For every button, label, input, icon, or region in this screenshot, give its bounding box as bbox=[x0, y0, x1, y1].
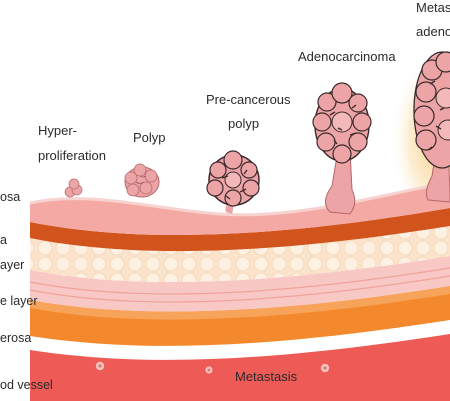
metastatic-cell bbox=[205, 366, 213, 374]
label-adenocarcinoma: Adenocarcinoma bbox=[298, 49, 396, 64]
label-hyperproliferation-line2: proliferation bbox=[38, 148, 106, 163]
mucosa-surface bbox=[29, 180, 450, 217]
label-metastasis: Metastasis bbox=[235, 369, 298, 384]
mucosa-layer bbox=[30, 182, 450, 235]
polyp-growth bbox=[124, 163, 160, 198]
fat-cell-layer bbox=[30, 226, 450, 283]
metastatic-cell bbox=[320, 363, 330, 373]
serosa-highlight bbox=[30, 286, 450, 320]
metastatic-adenocarcinoma-growth bbox=[413, 51, 450, 203]
muscle-line-2 bbox=[29, 275, 450, 303]
label-precancerous-line1: Pre-cancerous bbox=[206, 92, 291, 107]
label-serosa: erosa bbox=[0, 331, 31, 345]
metastatic-cell bbox=[95, 361, 105, 371]
adenocarcinoma-growth bbox=[312, 82, 372, 215]
hyperproliferation-growth bbox=[64, 178, 83, 198]
label-muscle-layer-2: e layer bbox=[0, 294, 38, 308]
blood-vessel-layer bbox=[30, 332, 450, 401]
label-submucosa: a bbox=[0, 233, 7, 247]
label-polyp: Polyp bbox=[133, 130, 166, 145]
precancerous-polyp-growth bbox=[206, 150, 260, 214]
muscle-line-1 bbox=[29, 267, 450, 295]
label-precancerous-line2: polyp bbox=[228, 116, 259, 131]
submucosa-layer bbox=[30, 208, 450, 252]
label-muscle-layer: ayer bbox=[0, 258, 24, 272]
label-metastatic-line1: Metast bbox=[416, 0, 450, 15]
vessel-gap bbox=[30, 320, 450, 360]
label-mucosa: osa bbox=[0, 190, 20, 204]
muscle-layer bbox=[30, 256, 450, 312]
label-hyperproliferation-line1: Hyper- bbox=[38, 123, 77, 138]
label-metastatic-line2: adenoc bbox=[416, 24, 450, 39]
label-blood-vessel: od vessel bbox=[0, 378, 53, 392]
